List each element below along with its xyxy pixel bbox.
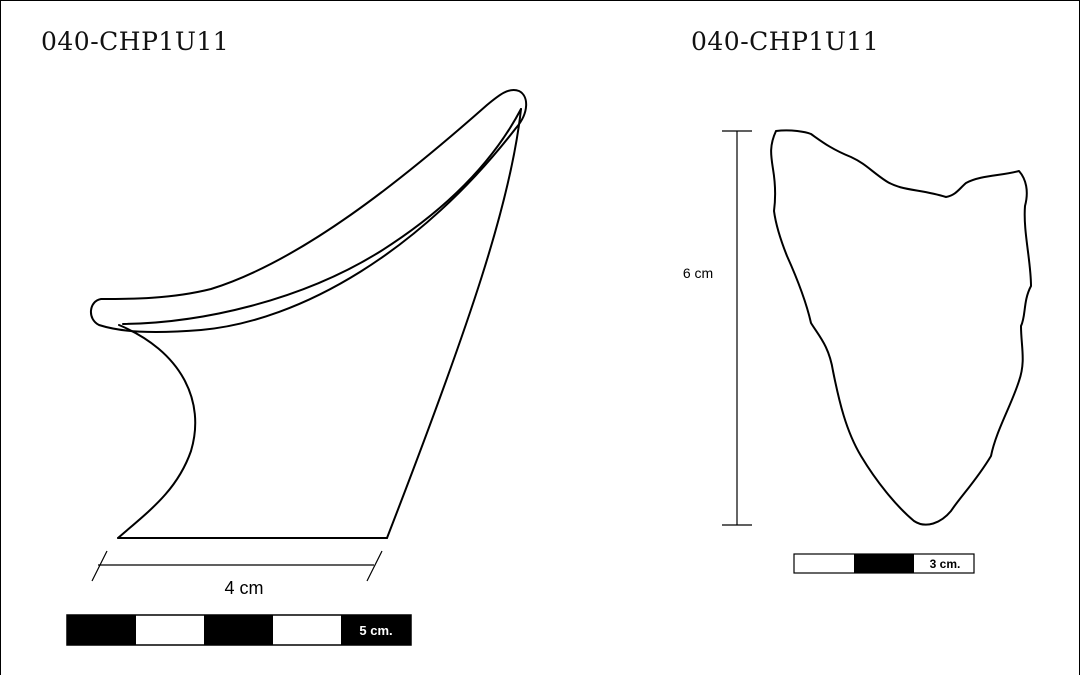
left-dimension-label: 4 cm (224, 578, 263, 598)
body-right-edge (386, 108, 522, 539)
right-scale-label: 3 cm. (930, 557, 961, 571)
rim-lip-outline (90, 89, 528, 334)
left-profile-drawing (90, 89, 528, 539)
left-scale-label: 5 cm. (359, 623, 392, 638)
left-specimen-title: 040-CHP1U11 (41, 27, 230, 56)
scale-segment (341, 615, 411, 645)
right-specimen-title: 040-CHP1U11 (691, 27, 880, 56)
right-scale-bar (793, 553, 975, 574)
left-scale-bar (66, 614, 412, 646)
body-left-flank (117, 324, 197, 539)
right-dimension-label: 6 cm (683, 265, 713, 281)
scale-segment (204, 615, 273, 645)
sherd-outline (770, 129, 1032, 526)
rim-inner-line (122, 108, 522, 325)
scale-segment (854, 554, 914, 573)
right-dimension-line (722, 130, 752, 526)
left-dimension-line (91, 550, 383, 582)
scale-segment (67, 615, 136, 645)
